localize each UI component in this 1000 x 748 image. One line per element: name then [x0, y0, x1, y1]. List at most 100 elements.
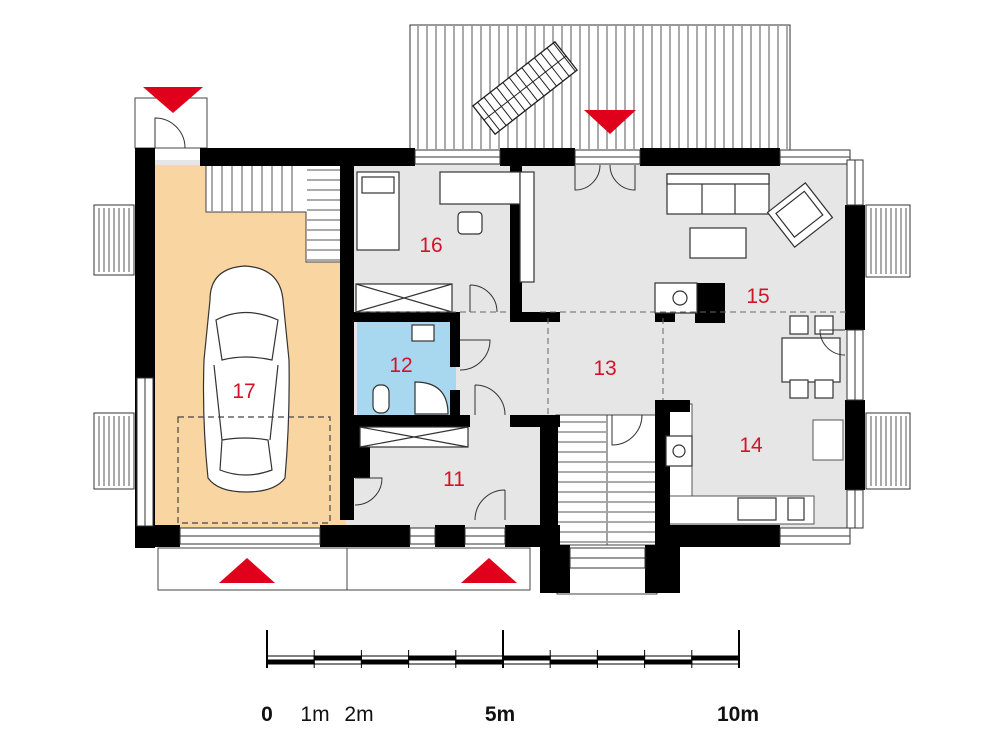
garage-door-zone	[177, 416, 331, 524]
coffee-table	[689, 227, 747, 259]
scale-bar-segment	[313, 655, 362, 661]
planter-right-bottom	[865, 412, 911, 490]
entrance-marker-top-left-icon	[143, 87, 203, 113]
office-chair-icon	[457, 211, 483, 235]
wall-segment	[655, 312, 675, 322]
windows	[136, 149, 864, 569]
wall-segment	[450, 390, 460, 427]
scale-label-1m: 1m	[300, 703, 329, 726]
scale-bar-segment	[691, 659, 740, 665]
sofa-icon	[666, 173, 770, 215]
wall-segment	[500, 148, 575, 166]
wall-segment	[845, 205, 865, 330]
scale-bar-segment	[408, 655, 457, 661]
scale-label-5m: 5m	[485, 703, 515, 726]
door-swing	[609, 164, 636, 191]
closet	[519, 171, 535, 283]
scale-bar-segment	[691, 655, 740, 661]
door-swing	[611, 414, 643, 446]
deck-chair-icon	[472, 40, 578, 136]
wall-segment	[200, 148, 415, 166]
wall-segment	[135, 525, 180, 547]
scale-bar-segment	[549, 659, 598, 665]
entrance-marker-main-icon	[461, 558, 517, 583]
scale-label-10m: 10m	[717, 703, 759, 726]
scale-bar-segment	[502, 655, 551, 661]
door-swing	[469, 284, 498, 313]
entrance-markers	[143, 87, 636, 583]
desk	[439, 171, 521, 205]
door-swing	[574, 164, 601, 191]
door-swing	[154, 117, 186, 149]
armchair-icon	[766, 182, 834, 248]
vestibule-step	[556, 567, 658, 595]
bed-icon	[356, 171, 400, 251]
wall-segment	[655, 400, 670, 525]
room-13-label: 13	[593, 357, 616, 380]
scale-bar-segment	[502, 659, 551, 665]
wall-segment	[320, 525, 410, 547]
dashed-lines	[360, 311, 850, 415]
wall-segment	[695, 283, 725, 323]
scale-bar: 0 1m 2m 5m 10m	[261, 630, 759, 726]
door-swings	[154, 117, 846, 521]
planter-right-top	[865, 204, 911, 278]
wall-segment	[540, 545, 570, 593]
scale-bar-segment	[408, 659, 457, 665]
scale-bar-segment	[596, 655, 646, 661]
scale-label-0: 0	[261, 703, 273, 726]
fridge	[812, 419, 844, 461]
room-11-label: 11	[443, 468, 465, 491]
scale-bar-segment	[644, 655, 693, 661]
wall-segment	[435, 525, 465, 547]
door-swing	[819, 329, 846, 356]
scale-bar-segment	[549, 655, 598, 661]
scale-bar-segment	[360, 659, 410, 665]
wall-segment	[655, 400, 690, 412]
door-swing	[474, 384, 506, 416]
wall-segment	[510, 312, 560, 322]
wall-segment	[645, 545, 680, 593]
door-swing	[474, 489, 506, 521]
room-15-label: 15	[746, 285, 769, 308]
wall-segment	[340, 415, 470, 427]
main-staircase	[555, 414, 659, 546]
toilet-icon	[372, 384, 390, 414]
scale-label-2m: 2m	[344, 703, 373, 726]
scale-bar-segment	[266, 655, 315, 661]
wall-segment	[340, 312, 460, 322]
wall-segment	[135, 148, 155, 178]
dishwasher	[787, 497, 805, 521]
scale-bar-segment	[644, 659, 693, 665]
wall-segment	[450, 312, 460, 367]
car-icon	[202, 265, 290, 493]
dining-table	[781, 337, 841, 383]
wall-segment	[540, 415, 558, 525]
scale-bar-segment	[596, 659, 646, 665]
door-swing	[459, 339, 491, 371]
sink-icon	[737, 497, 777, 521]
scale-bar-segment	[455, 659, 504, 665]
scale-bar-segment	[360, 655, 410, 661]
entrance-marker-garage-icon	[219, 558, 275, 583]
wall-segment	[505, 525, 560, 547]
scale-bar-segment	[266, 659, 315, 665]
wall-segment	[640, 148, 780, 166]
room-14-label: 14	[739, 434, 763, 457]
scale-bar-segment	[313, 659, 362, 665]
wall-segment	[655, 525, 780, 547]
shower-icon	[414, 381, 449, 415]
room-16-label: 16	[419, 234, 442, 257]
scale-bar-segment	[455, 655, 504, 661]
front-apron	[157, 547, 531, 591]
garage-stairs	[205, 164, 347, 263]
terrace	[409, 24, 791, 151]
room-labels: 17 16 15 14 13 12 11	[232, 234, 769, 491]
room-17-label: 17	[232, 380, 255, 403]
door-swing	[354, 477, 383, 506]
washbasin-icon	[411, 324, 435, 342]
wall-segment	[845, 400, 865, 490]
entrance-marker-terrace-icon	[584, 110, 636, 134]
room-12-label: 12	[389, 354, 412, 377]
